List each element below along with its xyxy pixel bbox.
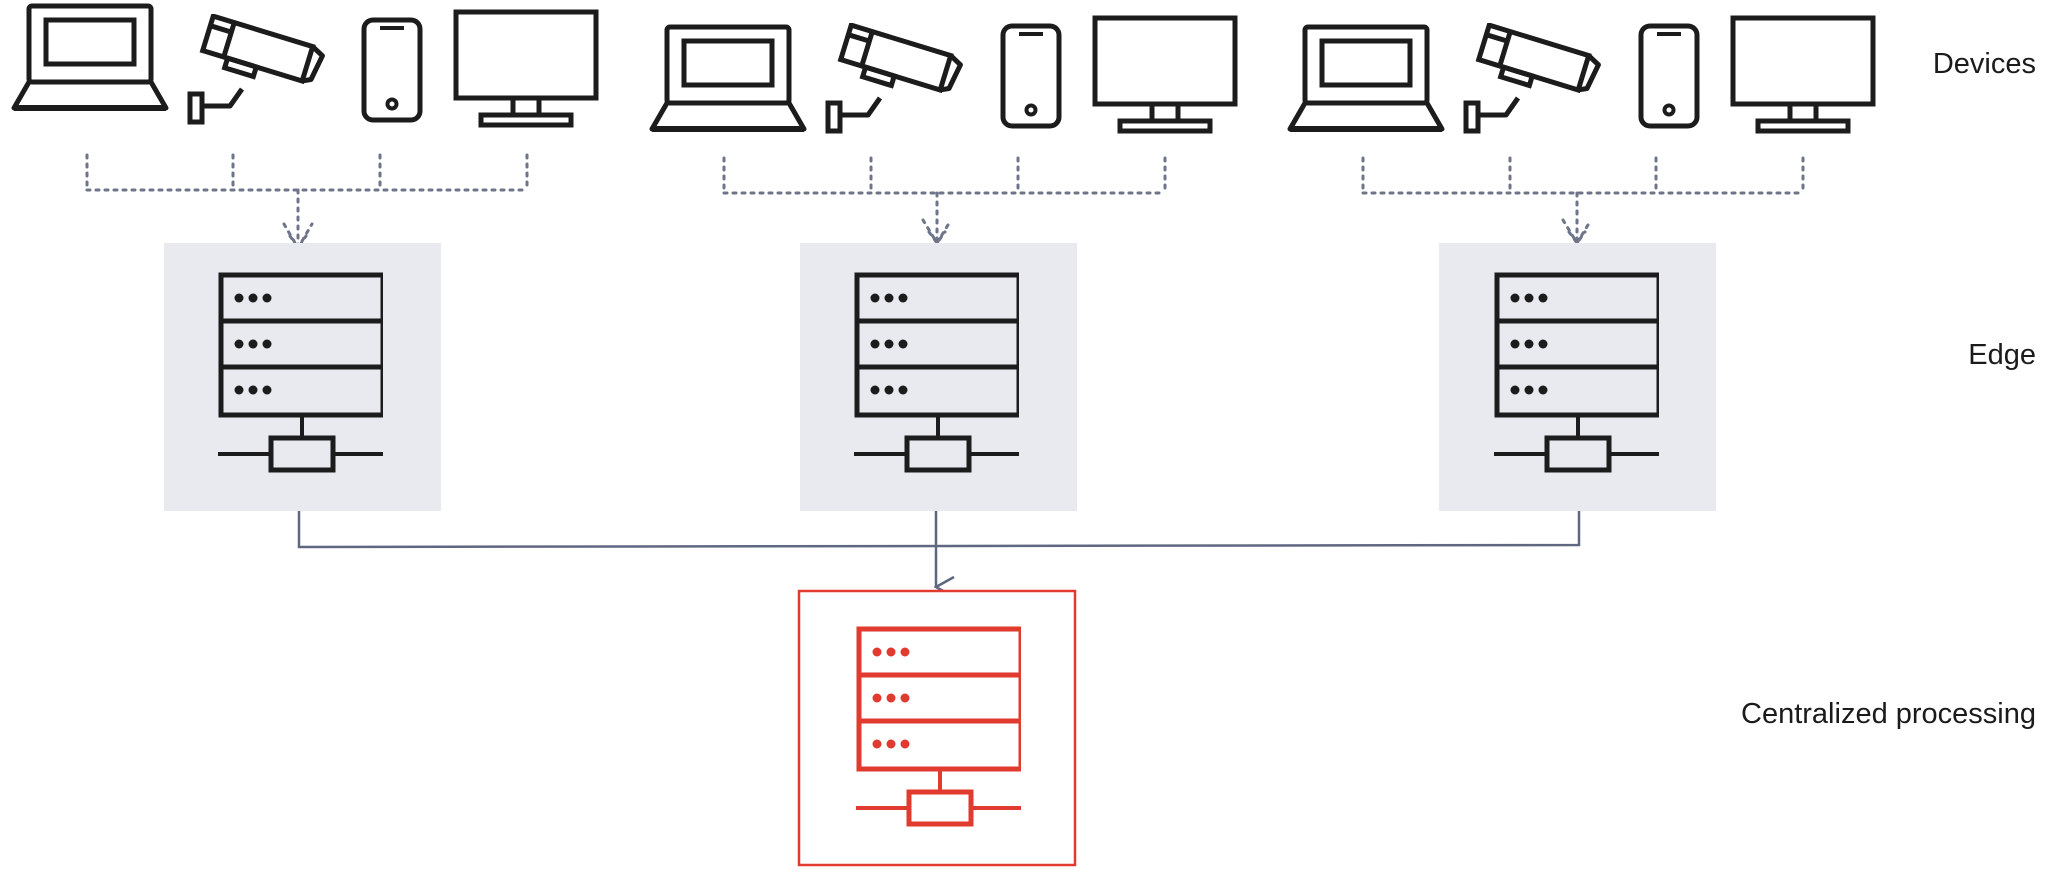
device-group-3 <box>1290 18 1873 131</box>
central-tier-label: Centralized processing <box>1741 698 2036 730</box>
device-link-group-3 <box>1361 156 1805 246</box>
device-link-group-2 <box>722 156 1167 246</box>
devices-tier-label: Devices <box>1932 48 2036 80</box>
edge-to-central-links <box>297 511 1581 587</box>
monitor-icon <box>1095 18 1235 131</box>
central-node <box>797 589 1077 867</box>
monitor-icon <box>456 12 596 125</box>
device-group-2 <box>652 18 1235 131</box>
smartphone-icon <box>364 20 420 120</box>
edge-node-2 <box>800 243 1077 511</box>
smartphone-icon <box>1641 26 1697 126</box>
device-group-1 <box>14 6 596 125</box>
device-to-edge-links <box>85 153 1805 251</box>
smartphone-icon <box>1003 26 1059 126</box>
security-camera-icon <box>828 25 962 131</box>
edge-node-1 <box>164 243 441 511</box>
laptop-icon <box>652 27 804 129</box>
laptop-icon <box>14 6 166 108</box>
monitor-icon <box>1733 18 1873 131</box>
edge-node-3 <box>1439 243 1716 511</box>
security-camera-icon <box>1466 25 1600 131</box>
edge-tier-label: Edge <box>1968 339 2036 371</box>
security-camera-icon <box>190 16 324 122</box>
laptop-icon <box>1290 27 1442 129</box>
device-link-group-1 <box>85 153 529 251</box>
